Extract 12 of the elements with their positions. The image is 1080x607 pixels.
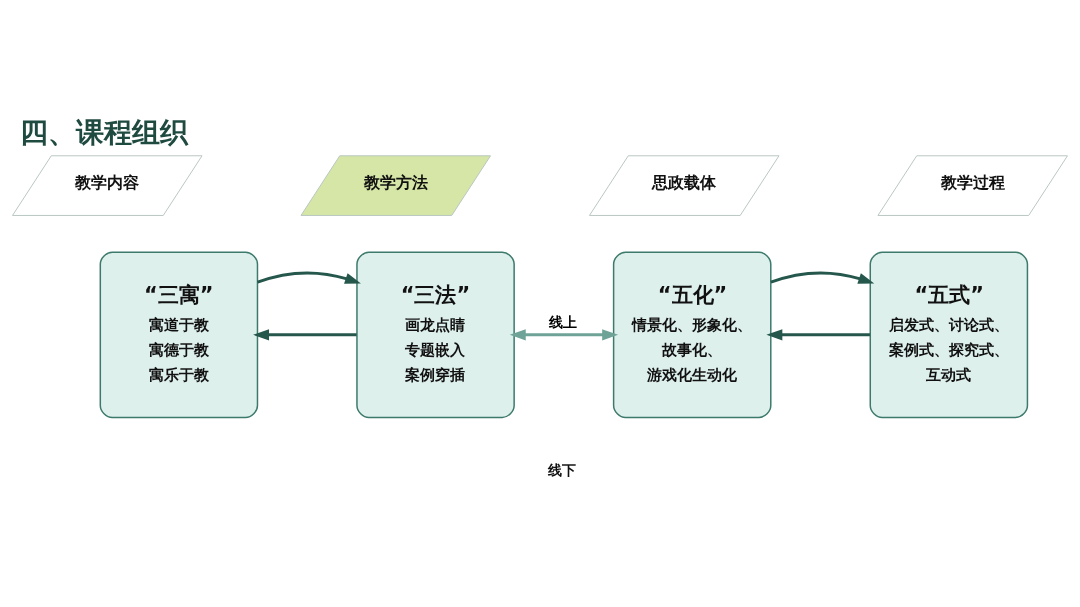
arrow	[766, 329, 870, 341]
arrow	[509, 329, 619, 341]
node-box: “三寓” 寓道于教 寓德于教 寓乐于教	[99, 251, 259, 419]
node-box: “五式” 启发式、讨论式、案例式、探究式、互动式	[869, 251, 1029, 419]
edge-label: 线上	[549, 314, 578, 331]
label: 线下	[548, 461, 577, 478]
node-box: “五化” 情景化、形象化、故事化、游戏化生动化	[612, 251, 772, 419]
arrow	[770, 271, 875, 284]
arrow	[253, 329, 357, 341]
arrow	[257, 271, 361, 284]
diagram-title: 四、课程组织	[20, 116, 189, 150]
node-box: “三法” 画龙点睛 专题嵌入 案例穿插	[356, 251, 515, 419]
